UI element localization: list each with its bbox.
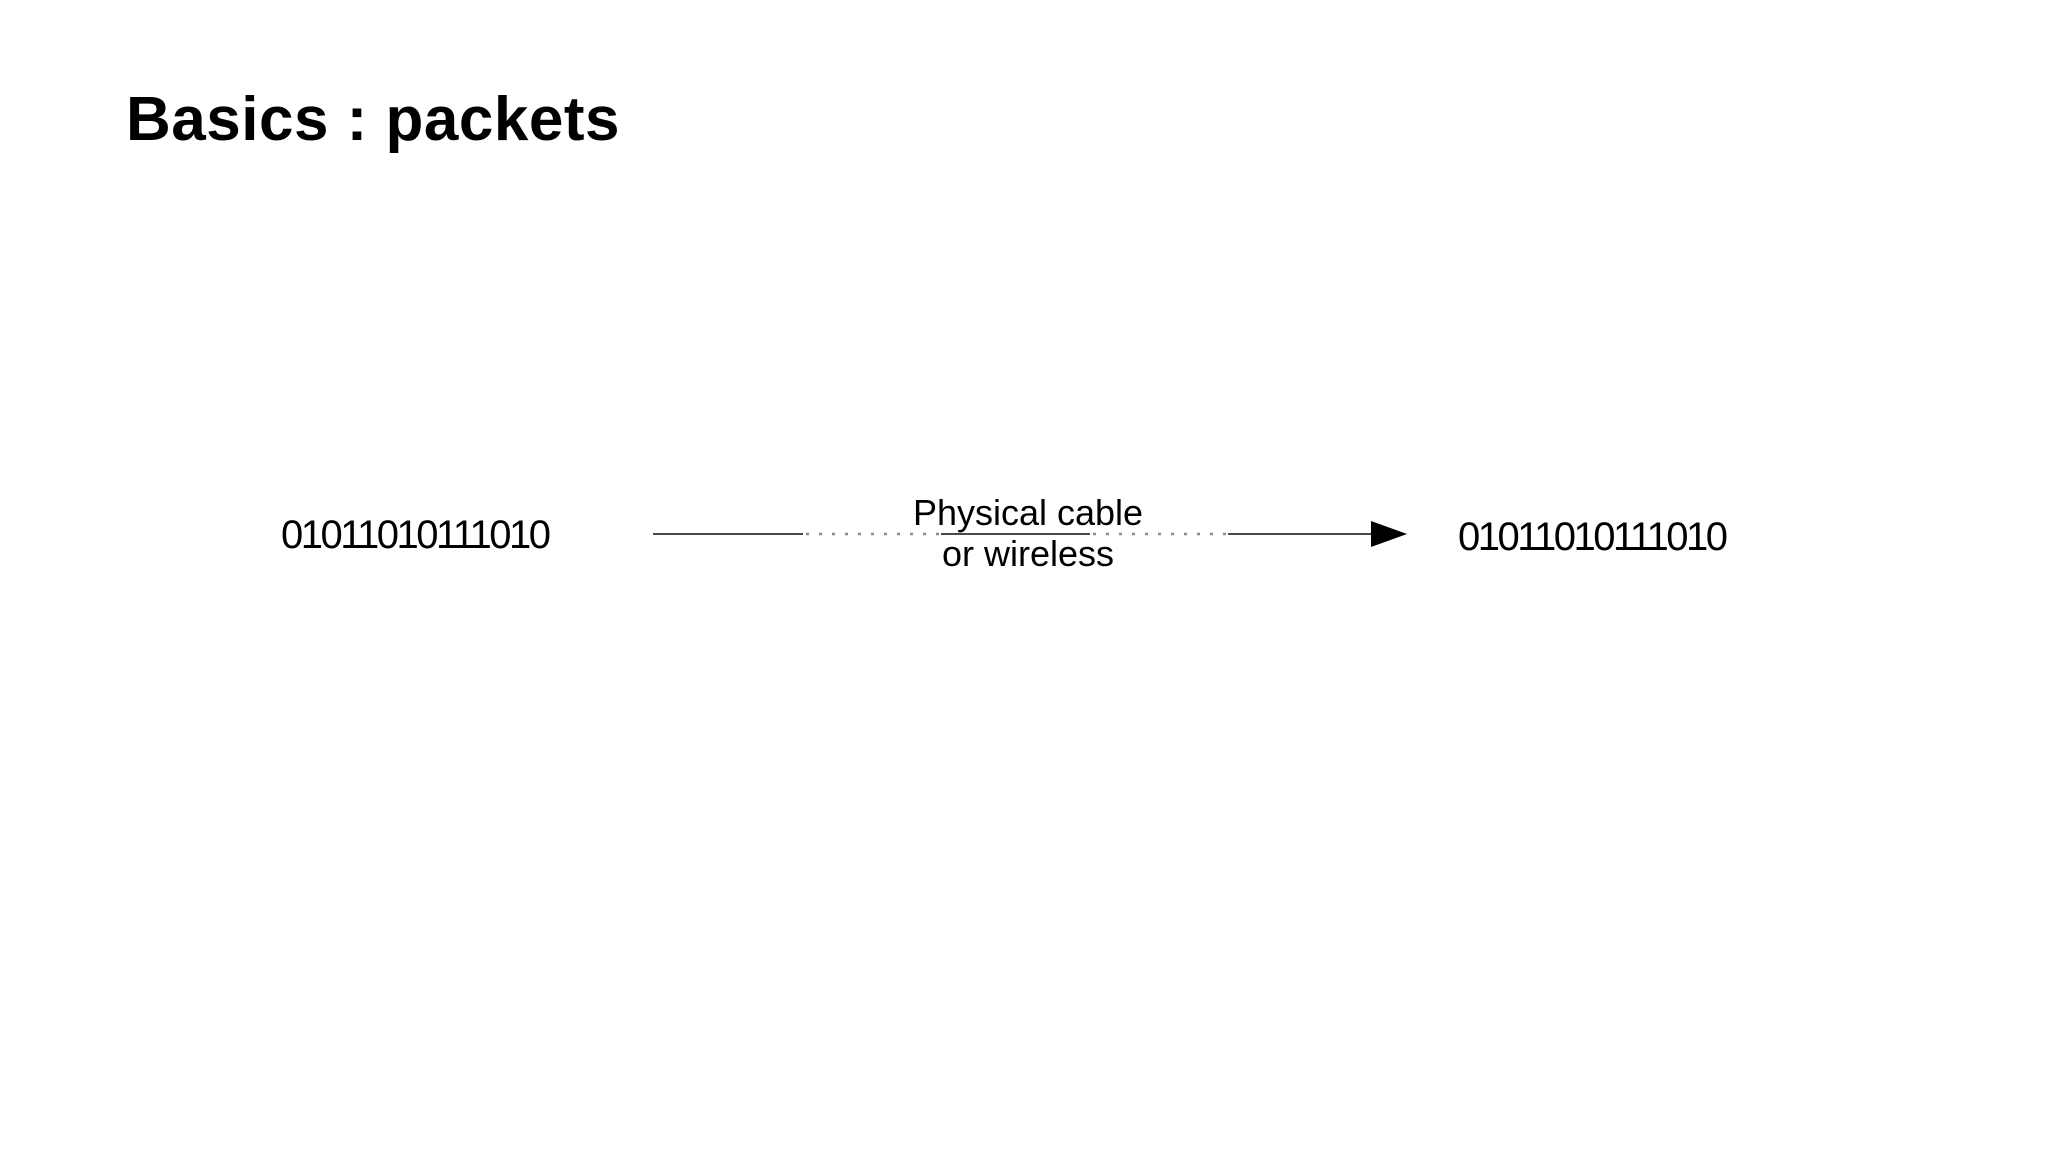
link-label-line1: Physical cable: [912, 492, 1144, 533]
arrow-right-icon: [1371, 521, 1407, 547]
slide-title: Basics : packets: [126, 85, 620, 154]
link-label: Physical cable or wireless: [878, 492, 1178, 574]
receiver-bits: 01011010111010: [1458, 515, 1728, 559]
link-label-line2: or wireless: [941, 533, 1115, 574]
sender-bits: 01011010111010: [281, 513, 551, 557]
